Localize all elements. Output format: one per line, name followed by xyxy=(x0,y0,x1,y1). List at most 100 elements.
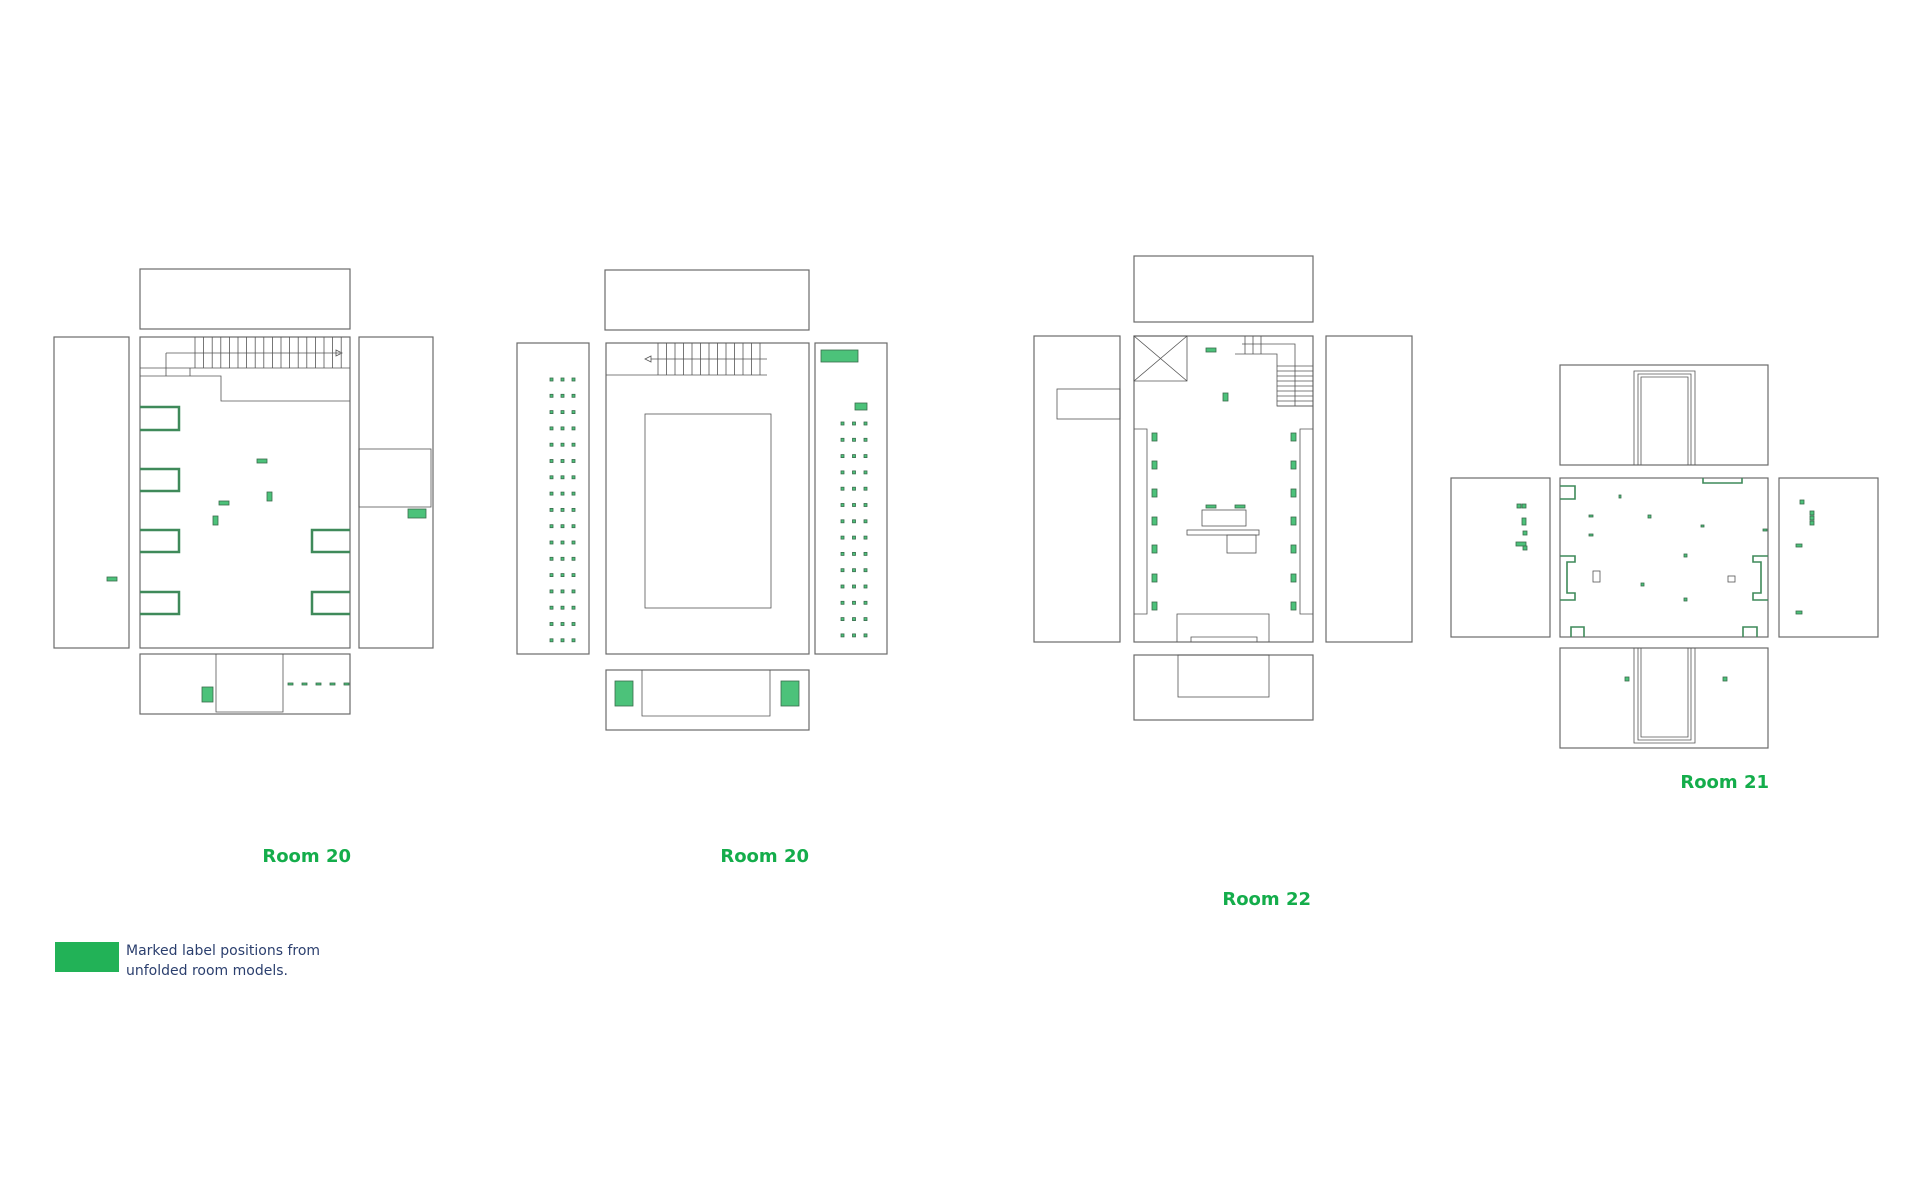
label-marker xyxy=(571,589,576,594)
wall-panel-left xyxy=(1033,335,1121,643)
label-marker xyxy=(1683,553,1688,558)
door-outline xyxy=(215,654,284,713)
label-marker xyxy=(549,491,554,496)
label-marker xyxy=(1205,504,1217,509)
label-marker xyxy=(1151,516,1158,526)
label-marker xyxy=(1290,573,1297,583)
label-marker xyxy=(1151,488,1158,498)
label-marker xyxy=(560,622,565,626)
label-marker xyxy=(560,491,565,496)
floor-panel xyxy=(1559,477,1769,638)
label-marker xyxy=(840,486,845,491)
label-marker xyxy=(287,682,294,686)
label-marker xyxy=(549,524,554,529)
stair-outline xyxy=(1235,343,1313,407)
label-marker xyxy=(407,508,427,519)
label-marker xyxy=(1700,524,1705,528)
label-marker-columns xyxy=(1151,432,1297,611)
label-marker xyxy=(852,519,856,524)
label-marker xyxy=(1809,510,1815,516)
label-marker xyxy=(840,503,845,507)
label-marker xyxy=(560,638,565,643)
label-marker xyxy=(549,475,554,480)
label-marker xyxy=(549,573,554,577)
wall-panel-bottom xyxy=(1559,647,1769,749)
label-frames xyxy=(1560,478,1768,637)
label-marker xyxy=(1290,601,1297,611)
wall-panel-top xyxy=(1559,364,1769,466)
label-marker xyxy=(820,349,859,363)
label-marker xyxy=(863,552,868,556)
label-marker xyxy=(1290,432,1297,442)
void-cross xyxy=(1133,335,1188,382)
label-marker xyxy=(854,402,868,411)
label-marker xyxy=(863,421,868,426)
label-marker xyxy=(571,556,576,561)
label-marker xyxy=(840,568,845,573)
label-marker xyxy=(1290,488,1297,498)
label-marker xyxy=(571,393,576,398)
label-marker xyxy=(218,500,230,506)
stair-outline xyxy=(140,349,350,402)
label-marker xyxy=(840,552,845,556)
label-marker xyxy=(840,633,845,638)
label-marker xyxy=(571,459,576,463)
label-marker xyxy=(549,377,554,382)
label-marker xyxy=(1516,503,1522,509)
label-marker xyxy=(840,470,845,475)
label-marker xyxy=(1522,545,1528,551)
label-marker xyxy=(852,568,856,573)
label-marker xyxy=(852,470,856,475)
label-marker xyxy=(329,682,336,686)
label-marker xyxy=(863,584,868,589)
label-marker xyxy=(852,454,856,459)
label-marker xyxy=(1647,514,1652,519)
label-markers xyxy=(1515,494,1815,682)
wall-recess xyxy=(1056,388,1121,420)
room-4-unfolded xyxy=(1450,364,1879,749)
label-marker xyxy=(549,459,554,463)
room-label: Room 21 xyxy=(1680,772,1769,793)
label-marker xyxy=(571,605,576,610)
label-marker xyxy=(549,556,554,561)
label-marker xyxy=(549,426,554,431)
label-marker xyxy=(780,680,800,707)
label-marker xyxy=(571,410,576,415)
label-marker xyxy=(1290,516,1297,526)
label-marker xyxy=(1151,573,1158,583)
label-marker xyxy=(571,573,576,577)
label-marker xyxy=(266,491,273,502)
label-marker xyxy=(863,470,868,475)
label-marker xyxy=(106,576,118,582)
label-marker xyxy=(1624,676,1630,682)
floor-panel xyxy=(1133,335,1314,643)
wall-panel-right xyxy=(814,342,888,655)
label-markers-row xyxy=(287,682,350,686)
label-marker xyxy=(840,454,845,459)
label-marker xyxy=(1521,503,1527,509)
label-marker xyxy=(1809,520,1815,526)
label-marker xyxy=(571,540,576,545)
label-marker xyxy=(571,507,576,512)
label-marker xyxy=(549,638,554,643)
label-marker xyxy=(852,535,856,540)
stair-outline xyxy=(606,355,767,376)
label-marker xyxy=(1762,528,1768,532)
label-marker xyxy=(560,589,565,594)
label-marker xyxy=(614,680,634,707)
wall-panel-left xyxy=(516,342,590,655)
label-marker xyxy=(840,437,845,442)
label-marker xyxy=(549,605,554,610)
label-marker xyxy=(560,377,565,382)
room-3-unfolded xyxy=(1033,255,1413,721)
label-marker xyxy=(1588,514,1594,518)
doorway xyxy=(1176,613,1270,642)
label-marker xyxy=(852,552,856,556)
label-marker xyxy=(852,633,856,638)
label-marker xyxy=(863,454,868,459)
room-label: Room 22 xyxy=(1222,889,1311,910)
label-marker xyxy=(1151,601,1158,611)
room-label: Room 20 xyxy=(720,846,809,867)
label-marker xyxy=(571,622,576,626)
